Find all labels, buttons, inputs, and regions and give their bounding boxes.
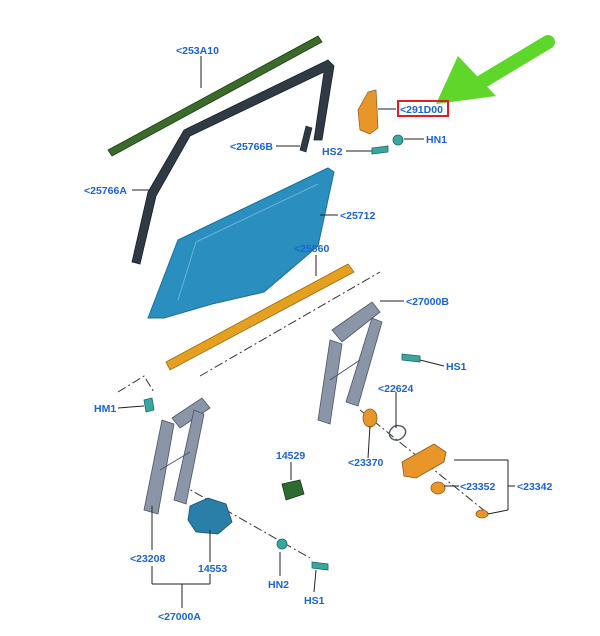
leader-lines (117, 56, 515, 608)
nut-hn1-part (392, 134, 404, 146)
label-253a10: <253A10 (176, 45, 219, 57)
label-25766a: <25766A (84, 185, 127, 197)
label-291d00: <291D00 (400, 104, 443, 116)
label-22624: <22624 (378, 383, 413, 395)
escutcheon-23352-part (430, 481, 446, 495)
label-25712: <25712 (340, 210, 375, 222)
label-27000a: <27000A (158, 611, 201, 623)
label-27000b: <27000B (406, 296, 449, 308)
crank-handle-part (401, 443, 447, 479)
label-hs1-mid: HS1 (446, 361, 467, 373)
outer-belt-seal-part (107, 35, 323, 157)
door-glass-part (147, 167, 335, 319)
regulator-27000a-part (143, 397, 211, 515)
glass-reflection (177, 183, 319, 301)
spring-clip-part (388, 424, 407, 441)
label-14529: 14529 (276, 450, 305, 462)
screw-hs1-mid-part (401, 353, 421, 363)
label-25860: <25860 (294, 243, 329, 255)
label-23370: <23370 (348, 457, 383, 469)
label-25766b: <25766B (230, 141, 273, 153)
connector-14529-part (281, 479, 305, 501)
label-hn2: HN2 (268, 579, 289, 591)
label-23342: <23342 (517, 481, 552, 493)
highlight-box (397, 100, 449, 117)
washer-23370-part (362, 408, 378, 428)
label-23352: <23352 (460, 481, 495, 493)
nut-hn2-part (276, 538, 288, 550)
regulator-motor-part (187, 497, 233, 535)
screw-hs1-bottom-part (311, 561, 329, 571)
label-23208: <23208 (130, 553, 165, 565)
rear-channel-part (299, 125, 313, 153)
inner-belt-seal-part (165, 263, 355, 371)
label-hs1-bottom: HS1 (304, 595, 325, 607)
fastener-hm1-part (143, 397, 155, 413)
label-hs2: HS2 (322, 146, 343, 158)
highlight-arrow (436, 35, 555, 104)
label-hn1-top: HN1 (426, 134, 447, 146)
label-14553: 14553 (198, 563, 227, 575)
glass-run-channel-part (131, 59, 335, 265)
screw-hs2-part (371, 145, 389, 155)
bracket-291d00-part (357, 89, 379, 135)
regulator-27000b-part (317, 301, 383, 425)
label-hm1: HM1 (94, 403, 116, 415)
knob-part (475, 509, 489, 519)
